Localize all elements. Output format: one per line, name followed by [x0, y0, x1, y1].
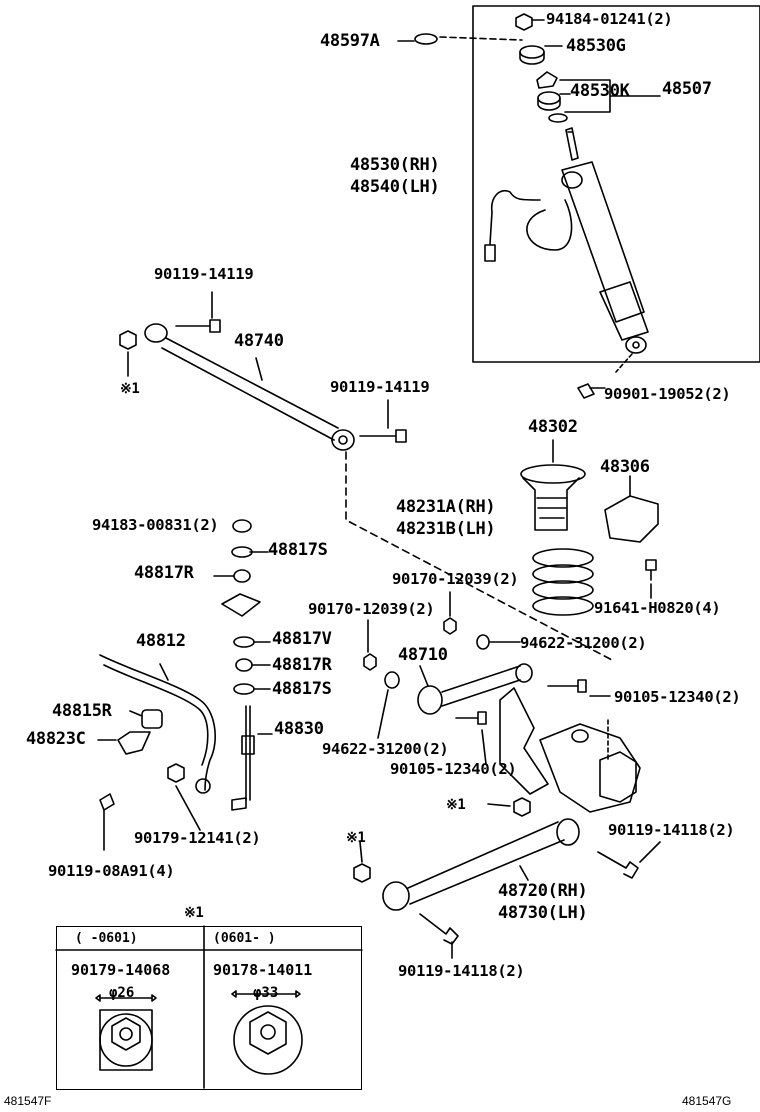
label-48231b: 48231B(LH)	[396, 519, 496, 539]
bolt-90119-08a91	[99, 793, 115, 851]
label-90179-12141: 90179-12141(2)	[134, 829, 261, 847]
upper-control-arm-48710	[417, 663, 533, 715]
cushion-48530g	[519, 45, 563, 65]
cushion-48530k	[536, 71, 661, 123]
label-48597a: 48597A	[320, 31, 380, 51]
label-48540-lh: 48540(LH)	[350, 177, 440, 197]
bolt-90119-14118-a	[597, 851, 639, 879]
nut-90170-a	[363, 653, 377, 671]
label-90119-08a91: 90119-08A91(4)	[48, 862, 175, 880]
nut-note1-low	[353, 863, 371, 883]
label-90170-12039-b: 90170-12039(2)	[308, 600, 435, 618]
label-48231a: 48231A(RH)	[396, 497, 496, 517]
label-90119-14119-mid: 90119-14119	[330, 378, 430, 396]
bracket-48306	[604, 475, 659, 543]
label-48817r-a: 48817R	[134, 563, 194, 583]
table-col2-header: (0601- )	[213, 931, 276, 946]
label-48530g: 48530G	[566, 36, 626, 56]
nut-note1-mid	[513, 797, 531, 817]
label-90901-19052: 90901-19052(2)	[604, 385, 731, 403]
table-col1-header: ( -0601)	[75, 931, 138, 946]
shock-absorber	[484, 127, 649, 373]
label-note1-table: ※1	[184, 905, 204, 921]
label-48530k: 48530K	[570, 81, 630, 101]
nut-variant-table-graphics	[55, 925, 363, 1089]
stabilizer-bar-48812	[99, 654, 216, 794]
label-90119-14119-top: 90119-14119	[154, 265, 254, 283]
washer-48597a	[414, 33, 438, 45]
bolt-90105-b	[455, 711, 487, 725]
label-48830: 48830	[274, 719, 324, 739]
label-48815r: 48815R	[52, 701, 112, 721]
label-48817r-b: 48817R	[272, 655, 332, 675]
label-94184-01241: 94184-01241(2)	[546, 10, 673, 28]
label-48730-lh: 48730(LH)	[498, 903, 588, 923]
label-48740: 48740	[234, 331, 284, 351]
label-48812: 48812	[136, 631, 186, 651]
lateral-rod-48740	[144, 323, 355, 451]
nut-94184	[515, 13, 545, 31]
figure-code-left: 481547F	[4, 1094, 52, 1108]
label-48507: 48507	[662, 79, 712, 99]
label-48823c: 48823C	[26, 729, 86, 749]
washer-94622-a	[476, 634, 490, 650]
label-90105-12340-b: 90105-12340(2)	[390, 760, 517, 778]
bolt-90105-a	[547, 679, 587, 693]
label-note1-mid: ※1	[446, 797, 466, 813]
bolt-90119-14118-b	[419, 913, 459, 945]
figure-code-right: 481547G	[682, 1094, 732, 1108]
table-col2-dim: φ33	[253, 985, 279, 1001]
label-90119-14118-b: 90119-14118(2)	[398, 962, 525, 980]
table-col1-dim: φ26	[109, 985, 135, 1001]
label-48720-rh: 48720(RH)	[498, 881, 588, 901]
label-48302: 48302	[528, 417, 578, 437]
bushing-48815r	[129, 709, 163, 729]
nut-90170-b	[443, 617, 457, 635]
label-90105-12340-a: 90105-12340(2)	[614, 688, 741, 706]
label-48530-rh: 48530(RH)	[350, 155, 440, 175]
label-48710: 48710	[398, 645, 448, 665]
bolt-90901	[577, 383, 606, 399]
table-col2-part: 90178-14011	[213, 961, 313, 979]
label-90170-12039-a: 90170-12039(2)	[392, 570, 519, 588]
label-94183-00831: 94183-00831(2)	[92, 516, 219, 534]
table-col1-part: 90179-14068	[71, 961, 171, 979]
label-48817s-b: 48817S	[272, 679, 332, 699]
label-48817v: 48817V	[272, 629, 332, 649]
shock-absorber-frame	[472, 5, 760, 363]
label-90119-14118-a: 90119-14118(2)	[608, 821, 735, 839]
label-note1-low: ※1	[346, 830, 366, 846]
bolt-90119-top	[175, 291, 221, 333]
coil-spring	[532, 548, 594, 616]
label-48306: 48306	[600, 457, 650, 477]
label-94622-31200-a: 94622-31200(2)	[520, 634, 647, 652]
nut-note1-left	[119, 330, 137, 350]
label-note1-left: ※1	[120, 381, 140, 397]
label-48817s-a: 48817S	[268, 540, 328, 560]
bolt-91641	[645, 559, 657, 581]
bump-stopper-48302	[520, 439, 586, 531]
axle-housing	[499, 687, 641, 813]
washer-94622-b	[384, 671, 400, 689]
nut-variant-table: ( -0601) (0601- ) 90179-14068 90178-1401…	[56, 926, 362, 1090]
lower-control-arm-48720	[382, 818, 580, 911]
bushing-stack-48817	[213, 519, 271, 695]
label-91641-h0820: 91641-H0820(4)	[594, 599, 721, 617]
stabilizer-link-48830	[231, 705, 273, 811]
nut-90179-12141	[167, 763, 185, 783]
bolt-90119-mid	[359, 399, 407, 443]
label-94622-31200-b: 94622-31200(2)	[322, 740, 449, 758]
bracket-48823c	[97, 731, 151, 755]
